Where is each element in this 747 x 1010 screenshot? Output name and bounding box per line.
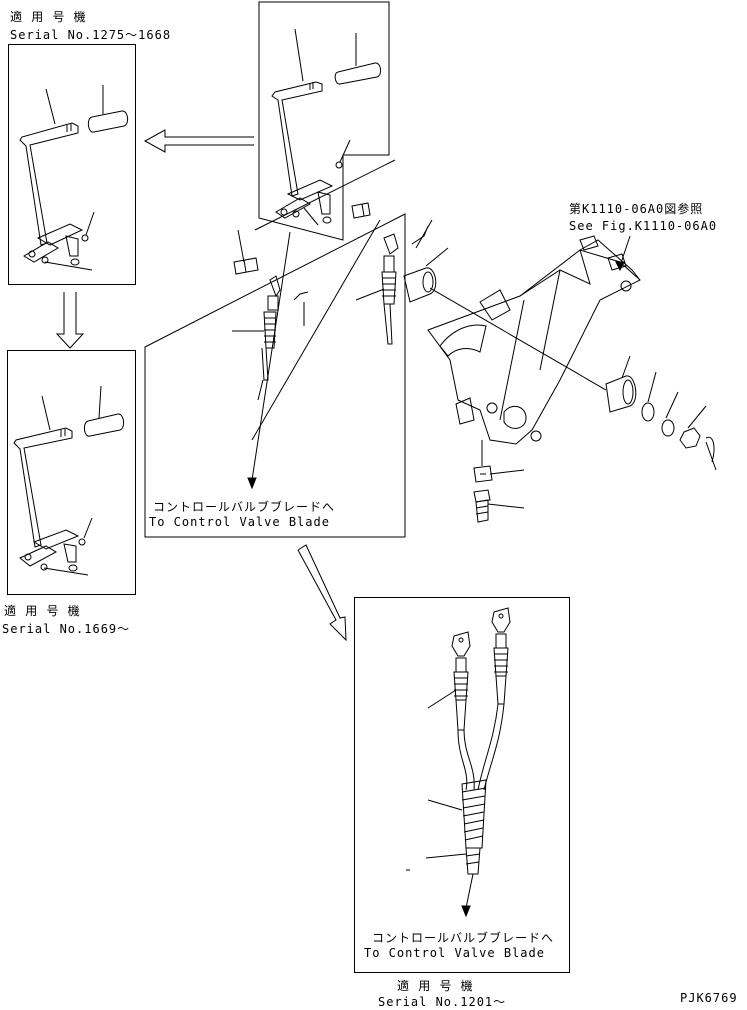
main-destination-jp-label: コントロールバルブブレードへ (153, 500, 336, 514)
lower-destination-jp-label: コントロールバルブブレードへ (372, 931, 555, 945)
top-left-applicable-label: 適 用 号 機 (10, 10, 87, 24)
see-fig-jp-label: 第K1110-06A0図参照 (569, 202, 704, 216)
bracket-assembly (403, 219, 717, 523)
arrow-left (143, 129, 254, 153)
variant-panel-serial-1669 (7, 350, 136, 595)
variant-1-lever (19, 85, 129, 271)
main-cable-panel (144, 213, 406, 538)
mid-left-applicable-label: 適 用 号 機 (4, 604, 81, 618)
lower-destination-en-label: To Control Valve Blade (364, 946, 545, 960)
main-destination-en-label: To Control Valve Blade (149, 515, 330, 529)
variant-panel-serial-1275 (8, 44, 136, 285)
lower-serial-label: Serial No.1201～ (378, 995, 507, 1009)
top-lever-illustration (271, 28, 382, 226)
top-left-serial-label: Serial No.1275～1668 (10, 28, 172, 42)
arrow-diagonal (297, 544, 347, 642)
top-lever-panel (258, 1, 390, 241)
variant-2-lever (13, 385, 125, 576)
mid-left-serial-label: Serial No.1669～ (2, 622, 131, 636)
main-cable-assembly (232, 219, 399, 490)
lower-cable-assembly (406, 607, 511, 918)
lower-applicable-label: 適 用 号 機 (397, 979, 474, 993)
see-fig-en-label: See Fig.K1110-06A0 (569, 219, 718, 233)
lower-cable-panel (354, 597, 570, 973)
arrow-down (55, 292, 85, 349)
drawing-code: PJK6769 (680, 991, 738, 1005)
